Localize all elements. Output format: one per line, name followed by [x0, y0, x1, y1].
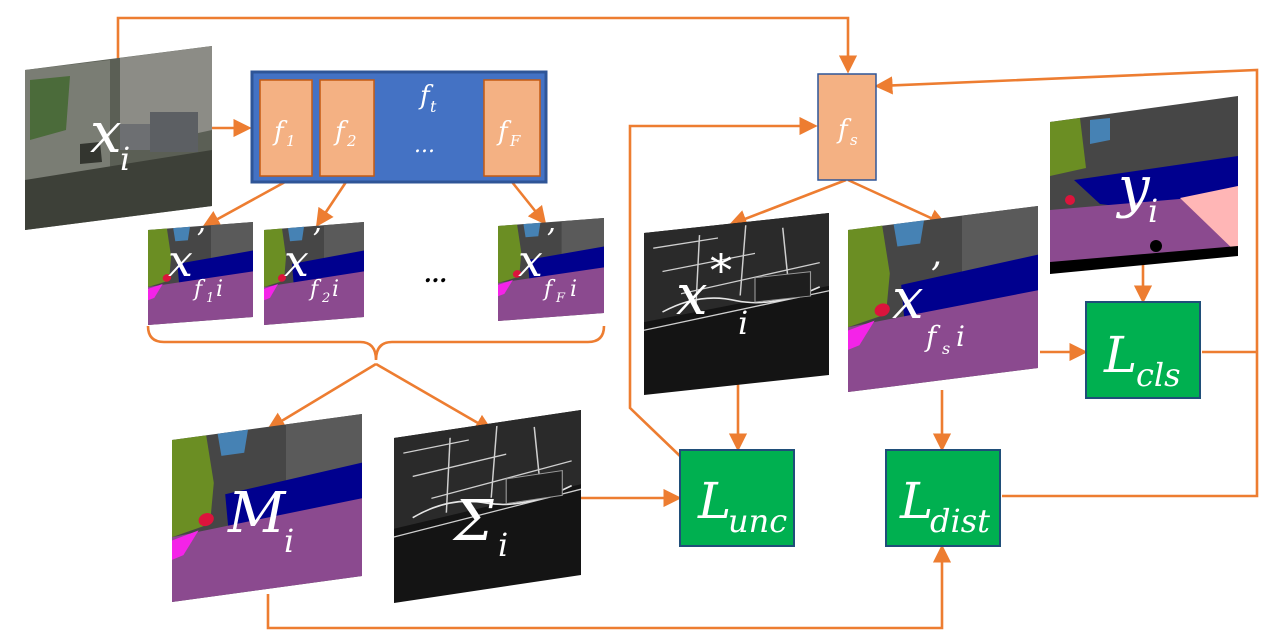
arrow-f2-output: [315, 181, 348, 228]
arrow-brace-mean: [266, 362, 377, 430]
brace: [146, 325, 606, 361]
model-f1-sub: 1: [286, 132, 296, 150]
model-f1: [259, 79, 313, 177]
student-prediction-map: x ’ f s i: [848, 206, 1038, 392]
lcls-sub: cls: [1136, 356, 1181, 394]
unc-star: *: [710, 246, 732, 297]
mean-map: M i: [172, 414, 362, 602]
mean-sub: i: [284, 522, 294, 560]
ground-truth-map: y i: [1050, 96, 1238, 274]
arrow-lunc-to-student: [628, 116, 818, 457]
arrow-brace-var: [375, 362, 494, 432]
model-fF: [483, 79, 541, 177]
variance-base: Σ: [452, 489, 494, 554]
outF-sub-i: i: [570, 277, 577, 302]
lunc-base: L: [697, 472, 731, 530]
mean-base: M: [227, 481, 287, 546]
loss-cls-box: L cls: [1085, 301, 1201, 399]
connectors: [116, 16, 1259, 630]
teacher-ensemble: f t ... f 1 f 2 f F: [250, 70, 548, 184]
arrow-loss-loop: [874, 68, 1259, 498]
teacher-output-F: x ’ f F i: [498, 218, 604, 321]
out1-sub-i: i: [216, 277, 223, 302]
unc-base: x: [676, 263, 708, 328]
student-model: f s: [817, 73, 877, 181]
student-uncertainty-map: x * i: [643, 212, 830, 396]
pred-sub-s: s: [942, 339, 950, 358]
out2-sub-i: i: [332, 277, 339, 302]
arrow-student-unc: [728, 178, 847, 228]
model-f2-sub: 2: [346, 132, 357, 150]
loss-unc-box: L unc: [679, 449, 795, 547]
out1-sub-ix: 1: [206, 291, 214, 306]
unc-sub: i: [738, 304, 748, 342]
pred-prime: ’: [930, 256, 941, 297]
out2-prime: ’: [312, 223, 322, 258]
lunc-sub: unc: [728, 502, 787, 540]
model-f2: [319, 79, 375, 177]
ldist-sub: dist: [930, 502, 990, 540]
input-label-base: x: [90, 101, 122, 166]
out1-base: x: [168, 236, 193, 287]
teacher-output-2: x ’ f 2 i: [264, 222, 364, 325]
gt-sub: i: [1148, 192, 1158, 230]
pred-sub-i: i: [956, 320, 965, 353]
loss-dist-box: L dist: [885, 449, 1001, 547]
outF-prime: ’: [546, 223, 556, 258]
arrow-input-to-student: [116, 16, 858, 74]
pred-base: x: [892, 267, 924, 332]
input-label-sub: i: [120, 140, 130, 178]
teacher-output-1: x ’ f 1 i: [148, 222, 253, 325]
teacher-label-sub: t: [430, 97, 437, 116]
teacher-ellipsis: ...: [414, 133, 435, 158]
gt-base: y: [1115, 155, 1151, 220]
out1-prime: ’: [196, 223, 206, 258]
lcls-base: L: [1103, 326, 1137, 384]
ldist-base: L: [899, 472, 933, 530]
variance-map: Σ i: [393, 409, 582, 604]
arrow-mean-ldist: [266, 544, 952, 630]
out2-base: x: [284, 236, 309, 287]
arrow-student-pred: [847, 178, 948, 227]
outF-base: x: [518, 236, 543, 287]
model-fF-sub: F: [509, 132, 521, 150]
variance-sub: i: [498, 526, 508, 564]
arrow-fF-output: [510, 181, 547, 225]
student-sub: s: [850, 131, 858, 149]
outF-sub-ix: F: [555, 291, 566, 306]
arrow-f1-output: [201, 180, 286, 228]
out2-sub-ix: 2: [321, 291, 330, 306]
outputs-ellipsis: ...: [424, 262, 447, 288]
input-image: x i: [25, 46, 212, 230]
